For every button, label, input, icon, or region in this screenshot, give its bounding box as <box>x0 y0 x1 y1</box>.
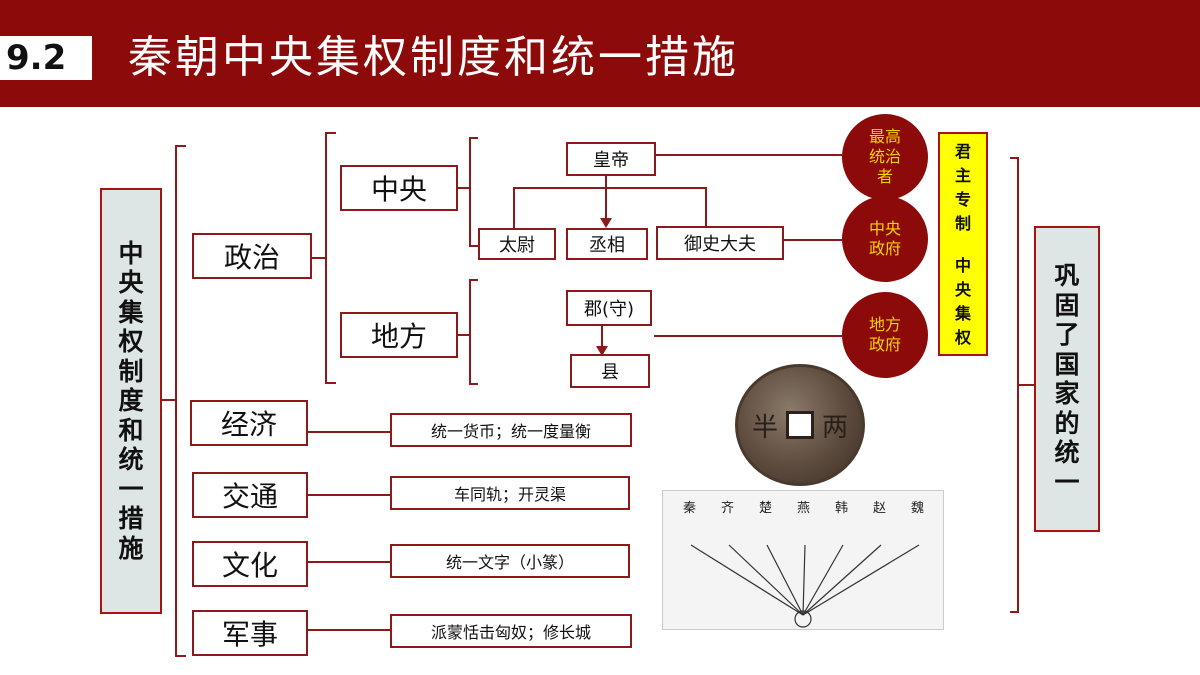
county-box: 县 <box>570 354 650 388</box>
header-bar <box>0 0 1200 107</box>
local-box: 地方 <box>340 312 458 358</box>
autocracy-char: 权 <box>954 328 971 347</box>
left-label-char: 中 <box>118 238 144 268</box>
circle-line: 中央 <box>868 219 901 238</box>
military-measure: 派蒙恬击匈奴；修长城 <box>390 614 632 648</box>
chancellor-box: 丞相 <box>566 228 648 260</box>
circle-line: 统治 <box>868 147 901 166</box>
category-transport: 交通 <box>192 472 308 518</box>
right-label-char: 固 <box>1054 290 1080 320</box>
right-label-char: 家 <box>1054 379 1080 408</box>
page-title: 秦朝中央集权制度和统一措施 <box>128 32 739 83</box>
central-authority-label: 中央集权制度和统一措施 <box>100 188 162 614</box>
right-label-char: 国 <box>1054 349 1080 379</box>
script-lines <box>690 544 920 628</box>
state-name: 赵 <box>873 501 887 516</box>
right-label-char: 统 <box>1054 438 1080 467</box>
state-name: 魏 <box>911 501 925 516</box>
coin-glyph-right: 两 <box>821 413 848 443</box>
circle-line: 政府 <box>868 335 901 354</box>
state-name: 楚 <box>759 501 773 516</box>
section-number: 9.2 <box>0 36 92 80</box>
category-politics: 政治 <box>192 233 312 279</box>
supreme-ruler-circle: 最高 统治 者 <box>842 114 928 200</box>
autocracy-char: 专 <box>954 190 971 209</box>
left-label-char: 统 <box>118 445 144 475</box>
taiwei-box: 太尉 <box>478 228 556 260</box>
right-label-char: 一 <box>1054 467 1080 497</box>
autocracy-centralization-box: 君主专制中央集权 <box>938 132 988 356</box>
state-name: 韩 <box>835 501 849 516</box>
central-box: 中央 <box>340 165 458 211</box>
left-label-char: 制 <box>118 356 144 386</box>
state-name: 燕 <box>797 501 811 516</box>
censor-box: 御史大夫 <box>656 226 784 260</box>
circle-line: 最高 <box>868 127 901 146</box>
local-government-circle: 地方 政府 <box>842 292 928 378</box>
script-unification-image: 秦齐楚燕韩赵魏 <box>662 490 944 630</box>
banliang-coin-image: 半 两 <box>735 364 865 486</box>
coin-hole <box>786 411 814 439</box>
left-label-char: 一 <box>118 474 144 504</box>
autocracy-char: 制 <box>954 214 971 233</box>
coin-glyph-left: 半 <box>752 413 779 443</box>
left-label-char: 施 <box>118 533 144 563</box>
circle-line: 者 <box>876 167 893 186</box>
right-label-char: 的 <box>1054 408 1080 438</box>
category-culture: 文化 <box>192 541 308 587</box>
central-government-circle: 中央 政府 <box>842 196 928 282</box>
left-label-char: 措 <box>118 504 144 534</box>
autocracy-char: 君 <box>954 142 971 161</box>
right-label-char: 巩 <box>1054 261 1080 290</box>
category-economy: 经济 <box>190 400 308 446</box>
left-label-char: 央 <box>118 268 144 298</box>
culture-measure: 统一文字（小篆） <box>390 544 630 578</box>
left-label-char: 集 <box>118 297 144 327</box>
economy-measure: 统一货币；统一度量衡 <box>390 413 632 447</box>
circle-line: 地方 <box>868 315 901 334</box>
transport-measure: 车同轨；开灵渠 <box>390 476 630 510</box>
state-name: 齐 <box>721 501 735 516</box>
autocracy-char: 中 <box>954 256 971 275</box>
circle-line: 政府 <box>868 239 901 258</box>
right-label-char: 了 <box>1054 320 1080 349</box>
category-military: 军事 <box>192 610 308 656</box>
left-label-char: 权 <box>118 327 144 357</box>
left-label-char: 和 <box>118 415 144 445</box>
commandery-box: 郡(守) <box>566 290 652 326</box>
autocracy-char: 集 <box>954 304 971 323</box>
autocracy-char: 主 <box>954 166 971 185</box>
consolidated-unity-label: 巩固了国家的统一 <box>1034 226 1100 532</box>
left-label-char: 度 <box>118 386 144 416</box>
state-name: 秦 <box>683 501 697 516</box>
autocracy-char: 央 <box>954 280 971 299</box>
emperor-box: 皇帝 <box>566 142 656 176</box>
